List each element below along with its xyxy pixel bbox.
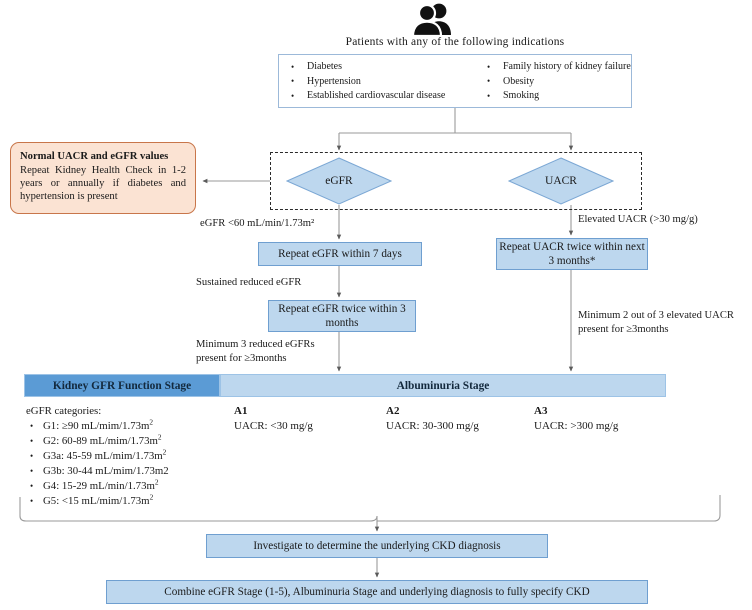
decision-egfr-label: eGFR xyxy=(325,175,353,187)
albuminuria-column-a3: A3 UACR: >300 mg/g xyxy=(534,404,704,434)
normal-result-body: Repeat Kidney Health Check in 1-2 years … xyxy=(20,165,186,203)
process-investigate-ckd[interactable]: Investigate to determine the underlying … xyxy=(206,534,548,558)
people-icon xyxy=(404,2,456,38)
list-item: G3b: 30-44 mL/mim/1.73m2 xyxy=(26,464,236,479)
list-item: Hypertension xyxy=(287,74,483,90)
process-combine-stages[interactable]: Combine eGFR Stage (1-5), Albuminuria St… xyxy=(106,580,648,604)
list-item: G4: 15-29 mL/min/1.73m2 xyxy=(26,478,236,494)
list-item: G3a: 45-59 mL/mim/1.73m2 xyxy=(26,448,236,464)
list-item: Smoking xyxy=(483,89,641,104)
list-item: Obesity xyxy=(483,74,641,90)
list-item: G1: ≥90 mL/mim/1.73m2 xyxy=(26,418,236,434)
normal-result-title: Normal UACR and eGFR values xyxy=(20,151,169,162)
albuminuria-a3-value: UACR: >300 mg/g xyxy=(534,420,619,432)
egfr-categories-title: eGFR categories: xyxy=(26,405,102,417)
albuminuria-a2-value: UACR: 30-300 mg/g xyxy=(386,420,479,432)
decision-uacr-label: UACR xyxy=(545,175,577,187)
albuminuria-column-a2: A2 UACR: 30-300 mg/g xyxy=(386,404,556,434)
process-repeat-egfr-7-days[interactable]: Repeat eGFR within 7 days xyxy=(258,242,422,266)
edge-label-minimum3: Minimum 3 reduced eGFRs present for ≥3mo… xyxy=(196,339,315,364)
albuminuria-a3-title: A3 xyxy=(534,405,548,417)
list-item: G5: <15 mL/mim/1.73m2 xyxy=(26,493,236,509)
screening-tests-group xyxy=(270,152,642,210)
header-albuminuria-stage: Albuminuria Stage xyxy=(220,374,666,397)
albuminuria-a2-title: A2 xyxy=(386,405,400,417)
decision-uacr[interactable]: UACR xyxy=(507,157,615,205)
albuminuria-a1-value: UACR: <30 mg/g xyxy=(234,420,313,432)
list-item: G2: 60-89 mL/mim/1.73m2 xyxy=(26,433,236,449)
header-kidney-gfr-function-stage: Kidney GFR Function Stage xyxy=(24,374,220,397)
process-repeat-egfr-twice[interactable]: Repeat eGFR twice within 3 months xyxy=(268,300,416,332)
list-item: Established cardiovascular disease xyxy=(287,89,483,104)
edge-label-uacr-high: Elevated UACR (>30 mg/g) xyxy=(578,214,698,225)
page-title: Patients with any of the following indic… xyxy=(345,36,565,48)
process-repeat-uacr-twice[interactable]: Repeat UACR twice within next 3 months* xyxy=(496,238,648,270)
indications-column-left: Diabetes Hypertension Established cardio… xyxy=(279,60,483,107)
edge-label-egfr-low: eGFR <60 mL/min/1.73m² xyxy=(200,218,315,229)
albuminuria-column-a1: A1 UACR: <30 mg/g xyxy=(234,404,404,434)
decision-egfr[interactable]: eGFR xyxy=(285,157,393,205)
edge-label-sustained: Sustained reduced eGFR xyxy=(196,277,302,288)
edge-label-minimum2of3: Minimum 2 out of 3 elevated UACR present… xyxy=(578,310,734,335)
normal-result-box: Normal UACR and eGFR values Repeat Kidne… xyxy=(10,142,196,214)
list-item: Diabetes xyxy=(287,60,483,75)
albuminuria-a1-title: A1 xyxy=(234,405,248,417)
egfr-categories-block: eGFR categories: G1: ≥90 mL/mim/1.73m2 G… xyxy=(26,404,236,509)
indications-box: Diabetes Hypertension Established cardio… xyxy=(278,54,632,108)
indications-column-right: Family history of kidney failure Obesity… xyxy=(483,60,641,107)
list-item: Family history of kidney failure xyxy=(483,60,641,75)
